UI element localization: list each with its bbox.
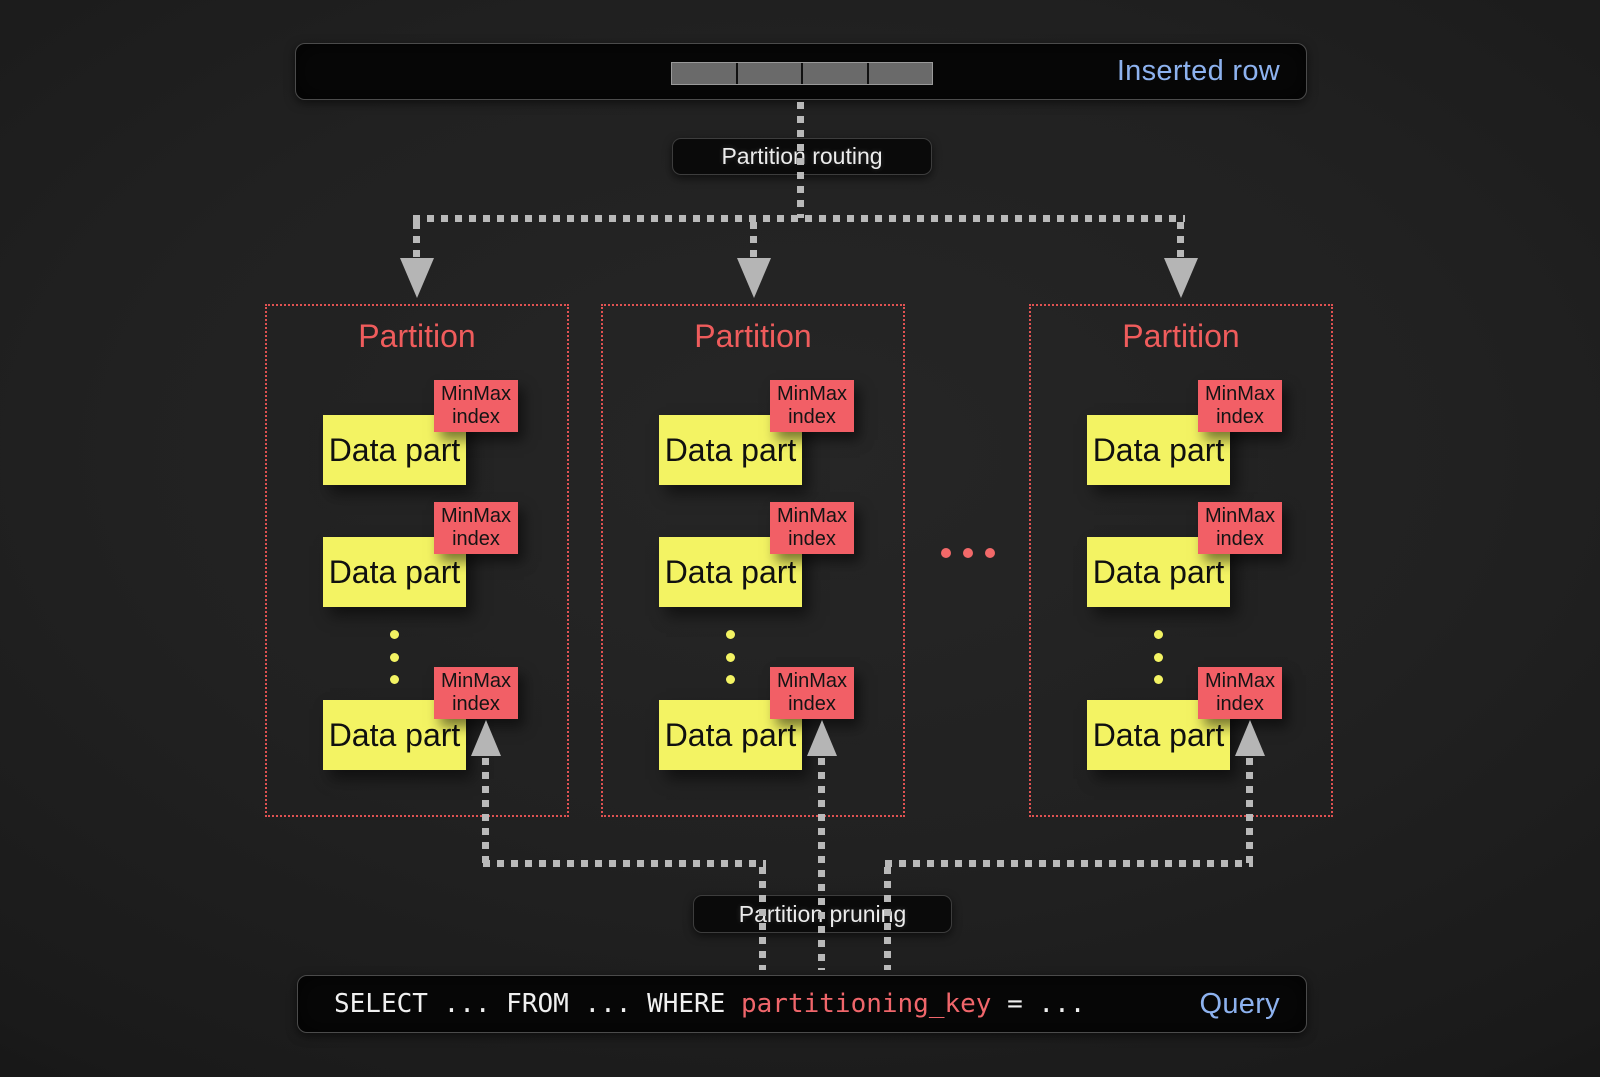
row-segment-cell: [803, 63, 867, 84]
minmax-index-tag: MinMax index: [1198, 502, 1282, 554]
more-parts-dot: [1154, 630, 1163, 639]
sql-suffix: = ...: [991, 989, 1086, 1019]
row-segment-cell: [737, 63, 801, 84]
minmax-index-tag: MinMax index: [770, 380, 854, 432]
data-part-box: Data part: [659, 415, 802, 485]
routing-drop-line-3: [1177, 222, 1184, 260]
more-parts-dot: [726, 653, 735, 662]
arrow-down-icon: [400, 258, 434, 298]
pruning-fan-line-left: [483, 860, 766, 867]
query-label: Query: [1199, 987, 1280, 1020]
query-box: SELECT ... FROM ... WHERE partitioning_k…: [297, 975, 1307, 1033]
inserted-row-segments: [671, 62, 933, 85]
partition-title: Partition: [1122, 318, 1240, 354]
partition-box-3: Partition MinMax index Data part MinMax …: [1029, 304, 1333, 817]
routing-drop-line-1: [413, 222, 420, 260]
partition-title: Partition: [358, 318, 476, 354]
arrow-up-icon: [807, 720, 837, 756]
minmax-index-tag: MinMax index: [434, 380, 518, 432]
pruning-fan-line-right: [885, 860, 1253, 867]
inserted-row-label: Inserted row: [1116, 55, 1280, 87]
pruning-branch-line-left: [759, 867, 766, 970]
more-parts-dot: [390, 653, 399, 662]
minmax-index-tag: MinMax index: [770, 667, 854, 719]
data-part-box: Data part: [1087, 700, 1230, 770]
more-parts-dot: [390, 675, 399, 684]
pruning-riser-line-2: [818, 758, 825, 970]
more-parts-dot: [390, 630, 399, 639]
routing-connector-line: [797, 102, 804, 218]
more-partitions-dot: [963, 548, 973, 558]
arrow-up-icon: [471, 720, 501, 756]
more-parts-dot: [1154, 653, 1163, 662]
pruning-riser-line-1: [482, 758, 489, 863]
pruning-riser-line-3: [1246, 758, 1253, 863]
inserted-row-box: Inserted row: [295, 43, 1307, 100]
more-partitions-dot: [941, 548, 951, 558]
data-part-box: Data part: [659, 537, 802, 607]
more-parts-dot: [726, 675, 735, 684]
pruning-branch-line-right: [884, 867, 891, 970]
routing-drop-line-2: [750, 222, 757, 260]
minmax-index-tag: MinMax index: [434, 502, 518, 554]
routing-fanout-line: [413, 215, 1185, 222]
row-segment-cell: [672, 63, 736, 84]
minmax-index-tag: MinMax index: [434, 667, 518, 719]
more-partitions-dot: [985, 548, 995, 558]
sql-partitioning-key: partitioning_key: [741, 989, 992, 1019]
arrow-down-icon: [1164, 258, 1198, 298]
minmax-index-tag: MinMax index: [1198, 667, 1282, 719]
partition-box-2: Partition MinMax index Data part MinMax …: [601, 304, 905, 817]
sql-statement: SELECT ... FROM ... WHERE partitioning_k…: [334, 976, 1085, 1032]
minmax-index-tag: MinMax index: [1198, 380, 1282, 432]
arrow-up-icon: [1235, 720, 1265, 756]
minmax-index-tag: MinMax index: [770, 502, 854, 554]
partition-box-1: Partition MinMax index Data part MinMax …: [265, 304, 569, 817]
partition-title: Partition: [694, 318, 812, 354]
arrow-down-icon: [737, 258, 771, 298]
more-parts-dot: [726, 630, 735, 639]
row-segment-cell: [868, 63, 932, 84]
more-parts-dot: [1154, 675, 1163, 684]
sql-prefix: SELECT ... FROM ... WHERE: [334, 989, 741, 1019]
